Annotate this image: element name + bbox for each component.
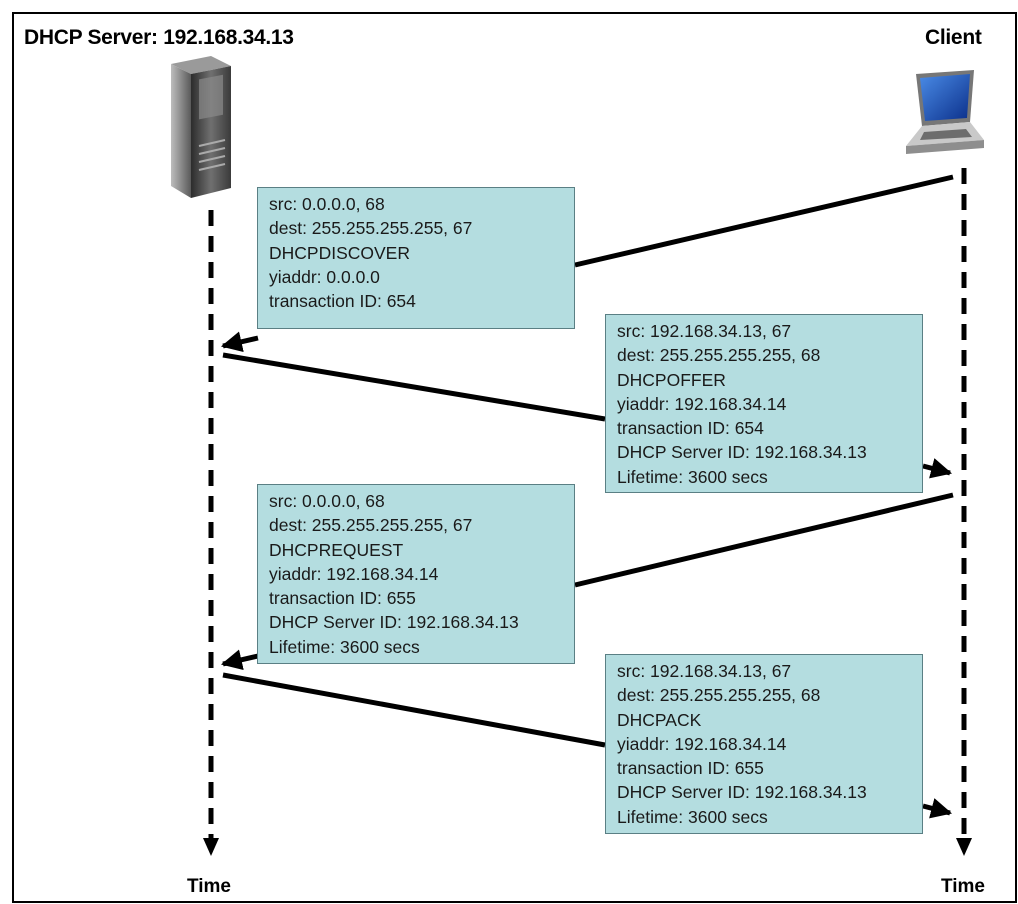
msg-src: src: 192.168.34.13, 67	[617, 661, 792, 681]
msg-lifetime: Lifetime: 3600 secs	[617, 806, 768, 827]
msg-yiaddr: yiaddr: 0.0.0.0	[269, 266, 380, 287]
msg-src: src: 192.168.34.13, 67	[617, 321, 792, 341]
msg-transaction-id: transaction ID: 654	[617, 418, 764, 439]
msg-src: src: 0.0.0.0, 68	[269, 194, 385, 214]
msg-transaction-id: transaction ID: 655	[269, 588, 416, 609]
dhcpack-message-box: src: 192.168.34.13, 67 dest: 255.255.255…	[605, 654, 923, 834]
msg-type: DHCPDISCOVER	[269, 242, 410, 263]
msg-type: DHCPACK	[617, 709, 702, 730]
msg-server-id: DHCP Server ID: 192.168.34.13	[269, 612, 519, 633]
client-lifeline-arrowhead	[956, 838, 972, 856]
msg-yiaddr: yiaddr: 192.168.34.14	[617, 393, 787, 414]
msg-type: DHCPREQUEST	[269, 539, 404, 560]
msg-src: src: 0.0.0.0, 68	[269, 491, 385, 511]
msg-dest: dest: 255.255.255.255, 68	[617, 685, 821, 706]
msg-lifetime: Lifetime: 3600 secs	[269, 636, 420, 657]
msg-dest: dest: 255.255.255.255, 67	[269, 515, 473, 536]
msg-transaction-id: transaction ID: 654	[269, 291, 416, 312]
offer-arrow-b	[922, 458, 953, 479]
offer-arrow-a	[222, 352, 606, 422]
laptop-icon	[906, 70, 984, 154]
msg-dest: dest: 255.255.255.255, 67	[269, 218, 473, 239]
msg-yiaddr: yiaddr: 192.168.34.14	[269, 563, 439, 584]
server-title: DHCP Server: 192.168.34.13	[24, 26, 294, 49]
msg-lifetime: Lifetime: 3600 secs	[617, 466, 768, 487]
dhcpdiscover-message-box: src: 0.0.0.0, 68 dest: 255.255.255.255, …	[257, 187, 575, 329]
dhcprequest-message-box: src: 0.0.0.0, 68 dest: 255.255.255.255, …	[257, 484, 575, 664]
ack-arrow-b	[922, 798, 953, 819]
diagram-frame	[12, 12, 1017, 903]
msg-transaction-id: transaction ID: 655	[617, 758, 764, 779]
request-arrow-a	[574, 492, 954, 588]
msg-type: DHCPOFFER	[617, 369, 726, 390]
server-lifeline-arrowhead	[203, 838, 219, 856]
server-time-label: Time	[187, 876, 232, 897]
server-tower-icon	[171, 56, 231, 198]
client-title: Client	[925, 26, 982, 49]
request-arrow-b	[220, 649, 259, 671]
dhcpoffer-message-box: src: 192.168.34.13, 67 dest: 255.255.255…	[605, 314, 923, 493]
msg-yiaddr: yiaddr: 192.168.34.14	[617, 733, 787, 754]
msg-server-id: DHCP Server ID: 192.168.34.13	[617, 782, 867, 803]
discover-arrow-a	[574, 174, 954, 268]
ack-arrow-a	[222, 672, 606, 748]
client-time-label: Time	[941, 876, 986, 897]
msg-dest: dest: 255.255.255.255, 68	[617, 345, 821, 366]
discover-arrow-b	[220, 331, 259, 353]
msg-server-id: DHCP Server ID: 192.168.34.13	[617, 442, 867, 463]
